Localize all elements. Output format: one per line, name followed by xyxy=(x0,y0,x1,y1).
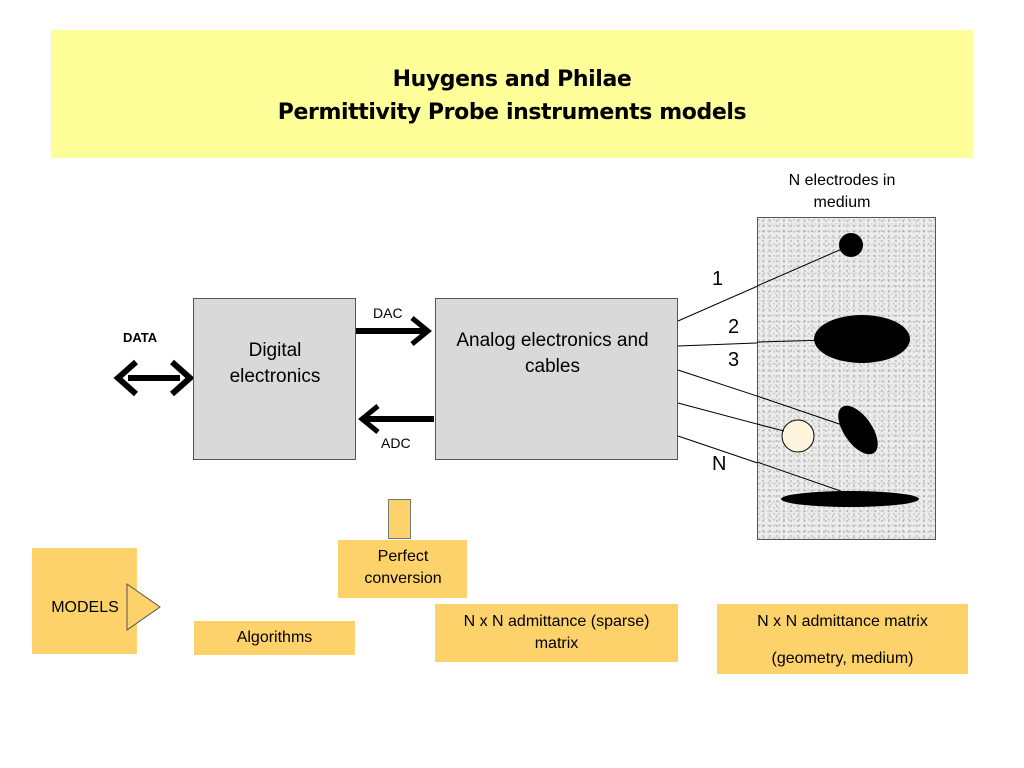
models-box xyxy=(32,548,137,654)
sparse-matrix-box xyxy=(435,604,678,662)
medium-panel xyxy=(757,217,936,540)
models-label: MODELS xyxy=(51,599,119,616)
algorithms-box xyxy=(194,621,355,655)
analog-electronics-label: Analog electronics and cables xyxy=(456,330,649,377)
electrode-number-n: N xyxy=(712,453,727,475)
slide-subtitle: Permittivity Probe instruments models xyxy=(277,100,747,125)
admittance-matrix-line1: N x N admittance matrix xyxy=(757,613,928,630)
data-label: DATA xyxy=(123,330,158,345)
electrode-number-1: 1 xyxy=(712,268,724,290)
digital-electronics-block xyxy=(193,298,356,460)
adc-label: ADC xyxy=(381,435,411,451)
dac-label: DAC xyxy=(373,305,403,321)
admittance-matrix-line2: (geometry, medium) xyxy=(771,650,914,667)
admittance-matrix-box xyxy=(717,604,968,674)
adc-arrow-icon xyxy=(358,404,434,434)
perfect-conversion-box xyxy=(338,540,467,598)
algorithms-label: Algorithms xyxy=(236,629,313,646)
data-double-arrow-icon xyxy=(113,359,195,397)
perfect-conversion-label: Perfect conversion xyxy=(364,548,442,587)
converter-tab xyxy=(388,499,411,539)
dac-arrow-icon xyxy=(356,316,432,346)
sparse-matrix-label: N x N admittance (sparse) matrix xyxy=(463,613,650,652)
digital-electronics-label: Digital electronics xyxy=(229,340,321,387)
electrodes-label: N electrodes in medium xyxy=(788,172,896,211)
models-triangle-icon xyxy=(126,583,161,631)
electrode-number-2: 2 xyxy=(728,316,740,338)
analog-electronics-block xyxy=(435,298,678,460)
title-bar: Huygens and Philae Permittivity Probe in… xyxy=(51,30,973,158)
slide-title: Huygens and Philae xyxy=(392,67,632,92)
electrode-number-3: 3 xyxy=(728,349,740,371)
